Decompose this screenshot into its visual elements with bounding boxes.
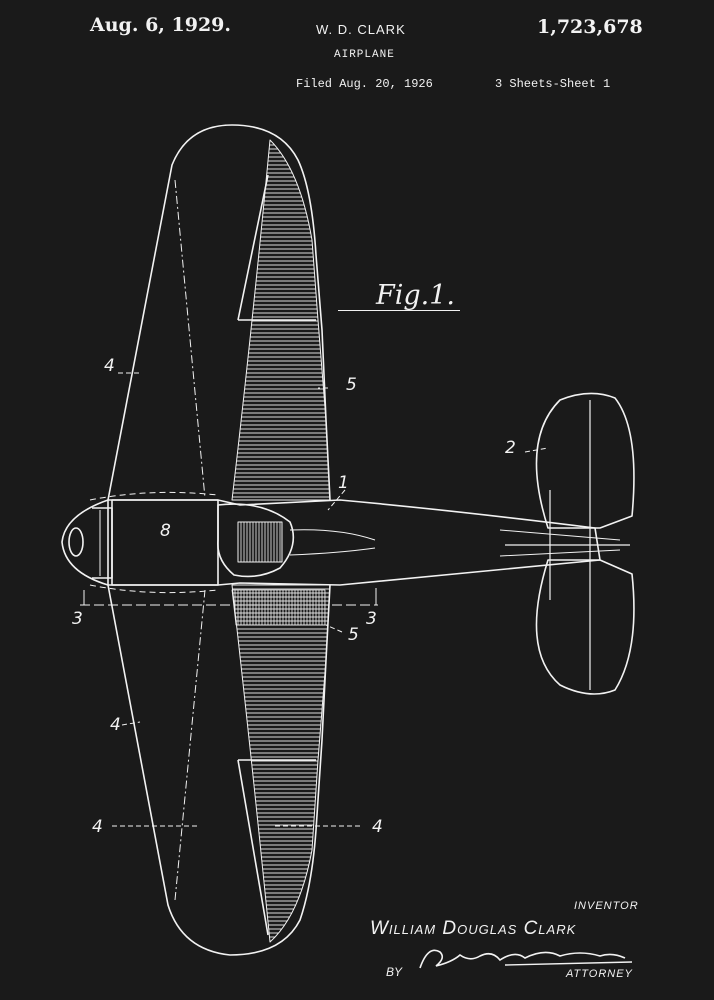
upper-wing <box>107 124 331 501</box>
patent-number: 1,723,678 <box>537 16 643 38</box>
ref-numeral-5-upper: 5 <box>346 375 357 395</box>
lower-wing <box>107 584 331 956</box>
ref-numeral-4-right: 4 <box>372 817 383 837</box>
cockpit <box>217 503 295 578</box>
ref-numeral-8: 8 <box>160 521 171 541</box>
fuselage <box>107 499 601 586</box>
engine-nose <box>61 499 109 586</box>
attorney-label: ATTORNEY <box>566 968 633 980</box>
figure-label-underline <box>338 310 460 311</box>
patent-title: AIRPLANE <box>334 49 395 61</box>
inventor-name: William Douglas Clark <box>370 918 577 939</box>
inventor-header: W. D. CLARK <box>316 22 406 37</box>
lower-wing-hatch <box>231 584 331 943</box>
ref-numeral-4-upper: 4 <box>104 356 115 376</box>
filed-date: Filed Aug. 20, 1926 <box>296 77 433 91</box>
ref-numeral-2: 2 <box>505 438 516 458</box>
ref-numeral-4-lower: 4 <box>110 715 121 735</box>
figure-label: Fig.1. <box>376 280 455 311</box>
sheet-count: 3 Sheets-Sheet 1 <box>495 77 611 91</box>
by-label: BY <box>386 965 403 979</box>
upper-wing-hatch <box>231 139 331 501</box>
ref-numeral-3-left: 3 <box>72 609 83 629</box>
ref-numeral-5-lower: 5 <box>348 625 359 645</box>
engine-compartment <box>111 499 219 586</box>
inventor-label: INVENTOR <box>574 900 639 912</box>
ref-numeral-4-left: 4 <box>92 817 103 837</box>
horizontal-stabilizer <box>535 392 635 529</box>
patent-date: Aug. 6, 1929. <box>90 14 232 36</box>
ref-numeral-1: 1 <box>338 473 349 493</box>
ref-numeral-3-right: 3 <box>366 609 377 629</box>
